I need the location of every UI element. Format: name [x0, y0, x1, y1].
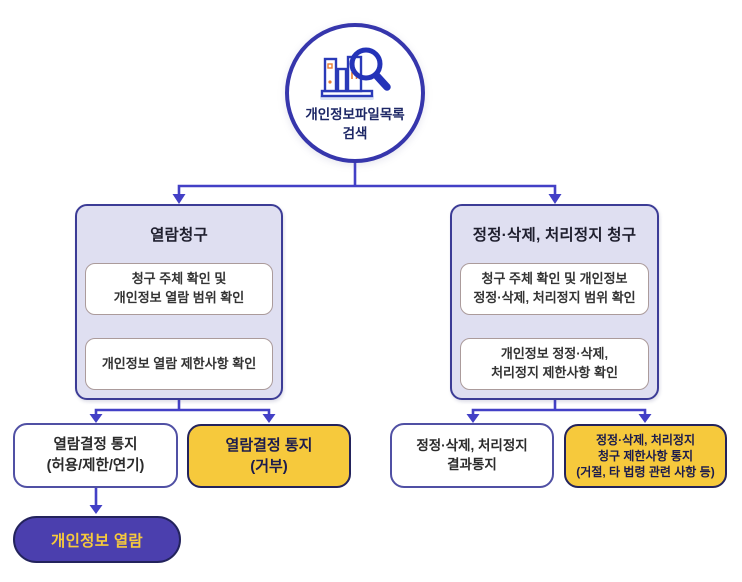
- root-label: 개인정보파일목록 검색: [305, 106, 405, 141]
- outcome-access-refusal-notice: 열람결정 통지 (거부): [187, 424, 351, 488]
- panel-correction-request-header: 정정·삭제, 처리정지 청구: [472, 227, 637, 244]
- step-access-restriction-check: 개인정보 열람 제한사항 확인: [85, 338, 273, 390]
- panel-correction-request: 정정·삭제, 처리정지 청구 청구 주체 확인 및 개인정보 정정·삭제, 처리…: [450, 204, 659, 400]
- panel-access-request-header: 열람청구: [150, 227, 208, 244]
- step-correction-subject-check: 청구 주체 확인 및 개인정보 정정·삭제, 처리정지 범위 확인: [460, 263, 649, 315]
- step-access-subject-check: 청구 주체 확인 및 개인정보 열람 범위 확인: [85, 263, 273, 315]
- left-split-line: [94, 408, 271, 415]
- file-list-search-icon: [320, 47, 391, 100]
- outcome-correction-restriction-notice: 정정·삭제, 처리정지 청구 제한사항 통지 (거절, 타 법령 관련 사항 등…: [564, 424, 727, 488]
- final-personal-info-access: 개인정보 열람: [13, 516, 181, 563]
- top-split-line: [177, 184, 557, 195]
- outcome-access-decision-notice: 열람결정 통지 (허용/제한/연기): [13, 423, 178, 488]
- right-split-line: [471, 408, 647, 415]
- panel-access-request: 열람청구 청구 주체 확인 및 개인정보 열람 범위 확인 개인정보 열람 제한…: [75, 204, 283, 400]
- step-correction-restriction-check: 개인정보 정정·삭제, 처리정지 제한사항 확인: [460, 338, 649, 390]
- root-node: 개인정보파일목록 검색: [285, 23, 425, 163]
- outcome-correction-result-notice: 정정·삭제, 처리정지 결과통지: [390, 423, 554, 488]
